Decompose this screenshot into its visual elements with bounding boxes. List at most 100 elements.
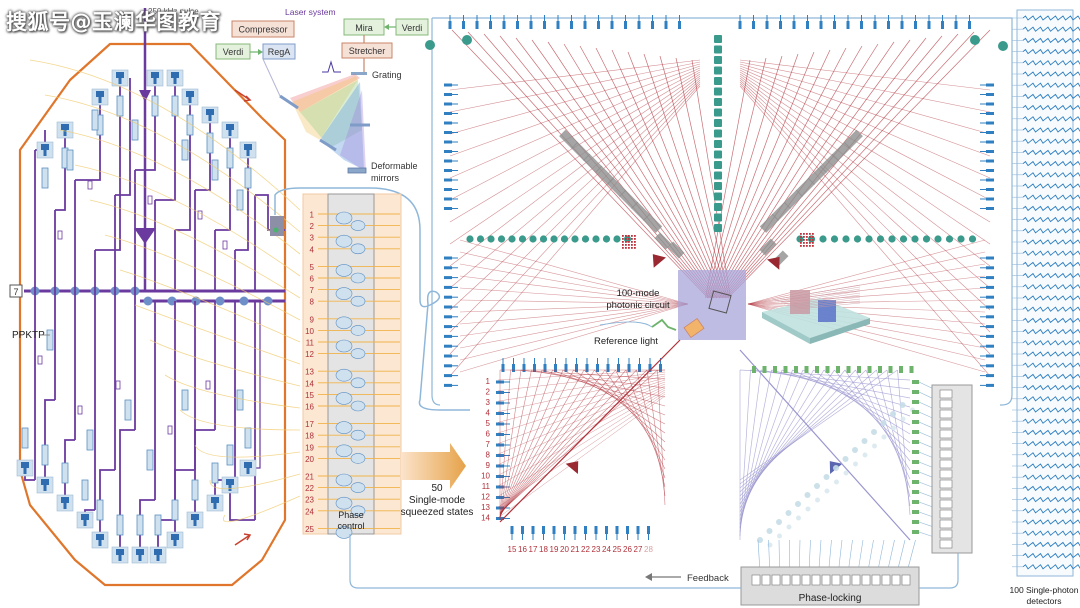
beam-block [807, 165, 827, 185]
phase-shifter [335, 392, 353, 405]
fiber-connector [752, 15, 755, 29]
detector-row [1022, 564, 1080, 570]
detector-row [1022, 172, 1080, 178]
fiber-connector [444, 159, 458, 163]
green-connector [912, 480, 919, 484]
detector-row [1022, 373, 1080, 380]
fiber-connector [512, 358, 515, 372]
patch-dot [631, 244, 633, 246]
lock-cell [791, 574, 801, 586]
teal-bead [922, 235, 931, 243]
detector-row [1022, 93, 1080, 100]
light-bead [766, 528, 773, 534]
upper-split-tree [34, 69, 285, 291]
crystal-stem [83, 520, 87, 526]
mesh-line [449, 81, 701, 333]
teal-bead [602, 235, 611, 243]
mesh-line [711, 51, 815, 299]
detector-row [1022, 317, 1080, 324]
fiber-connector [444, 334, 458, 338]
patch-dot [631, 235, 633, 237]
fiber-connector [980, 266, 994, 270]
beam-block [831, 141, 851, 161]
ppktp-label: PPKTP [12, 330, 45, 341]
rega-label: RegA [268, 47, 291, 57]
bottom-left-arrow [565, 461, 579, 474]
mesh-line [451, 29, 709, 299]
mode-number: 25 [305, 525, 314, 534]
teal-bead [970, 35, 980, 45]
bl-mesh-line [499, 369, 574, 517]
mesh-line [459, 263, 689, 305]
light-bead [805, 506, 811, 512]
crystal-block [186, 91, 194, 97]
patch-dot [800, 242, 802, 244]
patch-dot [812, 239, 814, 241]
mode-number: 13 [305, 368, 314, 377]
bl-mesh-line [497, 375, 666, 413]
green-connector [912, 380, 919, 384]
teal-bead [539, 235, 548, 243]
mesh-line [449, 77, 701, 289]
patch-dot [809, 242, 811, 244]
mesh-line [449, 61, 701, 113]
mode-number: 12 [305, 350, 314, 359]
lock-cell [871, 574, 881, 586]
mode-number: 4 [310, 245, 315, 254]
lock-cell [901, 574, 911, 586]
mesh-line [459, 303, 689, 373]
detector-row [1022, 418, 1080, 424]
br-mesh-line [739, 369, 846, 501]
green-connector [878, 366, 882, 373]
bus-junction [239, 296, 249, 306]
mesh-line [726, 31, 975, 299]
mesh-line [714, 47, 847, 299]
teal-bead [714, 66, 722, 75]
teal-bead [508, 235, 516, 243]
teal-bead [714, 108, 722, 117]
teal-bead [998, 41, 1008, 51]
teal-bead [853, 235, 862, 243]
crystal-stem [228, 485, 232, 491]
bl-mesh-line [497, 393, 666, 508]
feedback-label: Feedback [687, 573, 729, 584]
red-patch-grids [622, 233, 814, 249]
detector-row [1022, 452, 1080, 458]
patch-dot [628, 244, 630, 246]
crystal-stem [138, 555, 142, 561]
phase-locking-box [740, 566, 920, 606]
mesh-line [459, 303, 689, 361]
detectors-label-2: detectors [1027, 596, 1062, 606]
bl-mesh-line [552, 369, 666, 416]
phase-shifter [335, 473, 353, 487]
teal-bead [968, 235, 977, 243]
beam-block [783, 189, 803, 209]
mesh-line [739, 75, 991, 267]
lock-cell [939, 419, 953, 429]
filter-element [96, 499, 104, 521]
yellow-fiber [134, 304, 301, 365]
circuit-label-1: 100-mode [617, 288, 660, 299]
beam-block [771, 201, 791, 221]
beam-block [654, 232, 672, 250]
fiber-connector [980, 197, 994, 201]
mesh-line [547, 41, 718, 299]
lock-detector-cells [939, 389, 953, 549]
fiber-connector [637, 15, 641, 29]
grating-element [351, 72, 367, 75]
teal-waveguide-beads [425, 35, 1008, 243]
fiber-connector [980, 305, 994, 309]
fiber-connector [627, 358, 631, 372]
fiber-connector [980, 364, 994, 368]
green-connector [804, 366, 809, 373]
green-connector [912, 460, 919, 464]
phase-shifter [335, 496, 353, 510]
fiber-connector [954, 15, 958, 29]
teal-bead [466, 235, 474, 243]
bl-mesh-line [583, 369, 666, 443]
filter-element [136, 514, 144, 536]
fiber-connector [833, 15, 836, 29]
crystal-stem [156, 555, 160, 561]
